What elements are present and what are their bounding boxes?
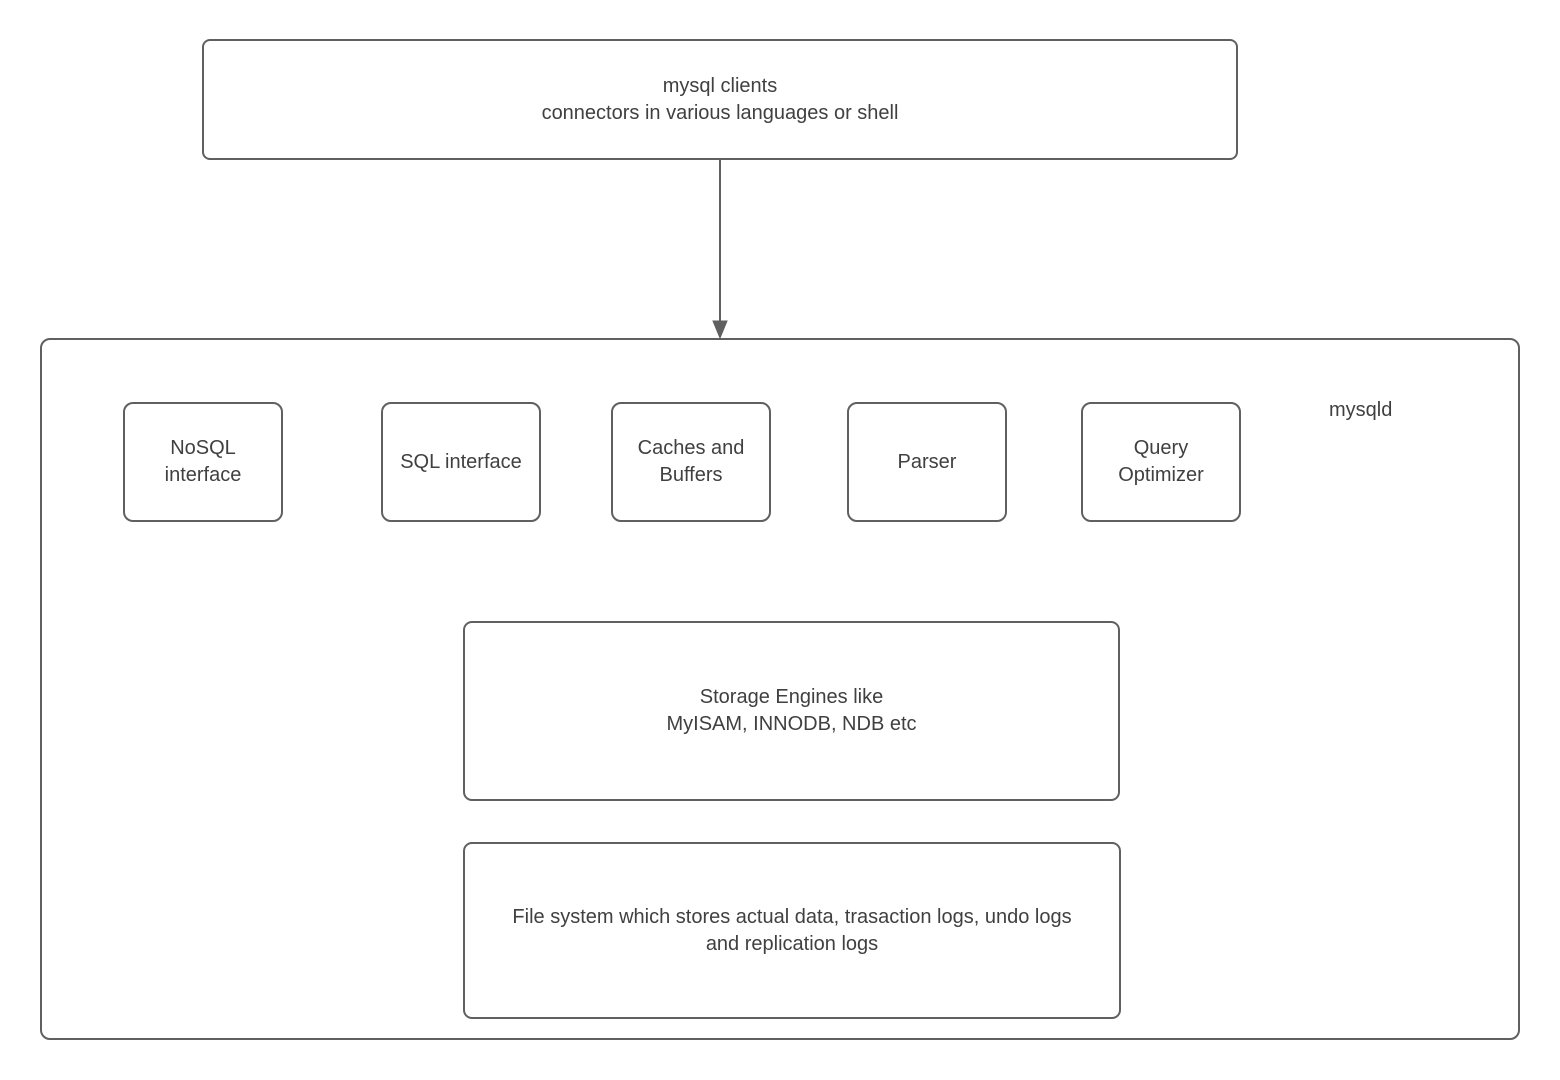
caches-and-buffers-label: Caches and Buffers — [637, 437, 745, 486]
node-storage-engines: Storage Engines like MyISAM, INNODB, NDB… — [463, 621, 1120, 801]
nosql-interface-label: NoSQL interface — [164, 437, 242, 486]
node-sql-interface: SQL interface — [381, 402, 541, 522]
node-mysql-clients: mysql clients connectors in various lang… — [202, 39, 1238, 160]
mysql-clients-label: mysql clients connectors in various lang… — [541, 74, 899, 124]
file-system-label: File system which stores actual data, tr… — [512, 905, 1072, 955]
node-parser: Parser — [847, 402, 1007, 522]
parser-label: Parser — [897, 450, 957, 473]
mysqld-label: mysqld — [1329, 399, 1393, 421]
node-caches-and-buffers: Caches and Buffers — [611, 402, 771, 522]
sql-interface-label: SQL interface — [400, 450, 522, 473]
node-file-system: File system which stores actual data, tr… — [463, 842, 1121, 1019]
node-nosql-interface: NoSQL interface — [123, 402, 283, 522]
down-arrow-icon — [712, 160, 728, 339]
node-query-optimizer: Query Optimizer — [1081, 402, 1241, 522]
storage-engines-label: Storage Engines like MyISAM, INNODB, NDB… — [666, 686, 917, 735]
node-mysqld-container: mysqld NoSQL interface SQL interface Cac… — [40, 338, 1520, 1040]
query-optimizer-label: Query Optimizer — [1118, 437, 1204, 486]
